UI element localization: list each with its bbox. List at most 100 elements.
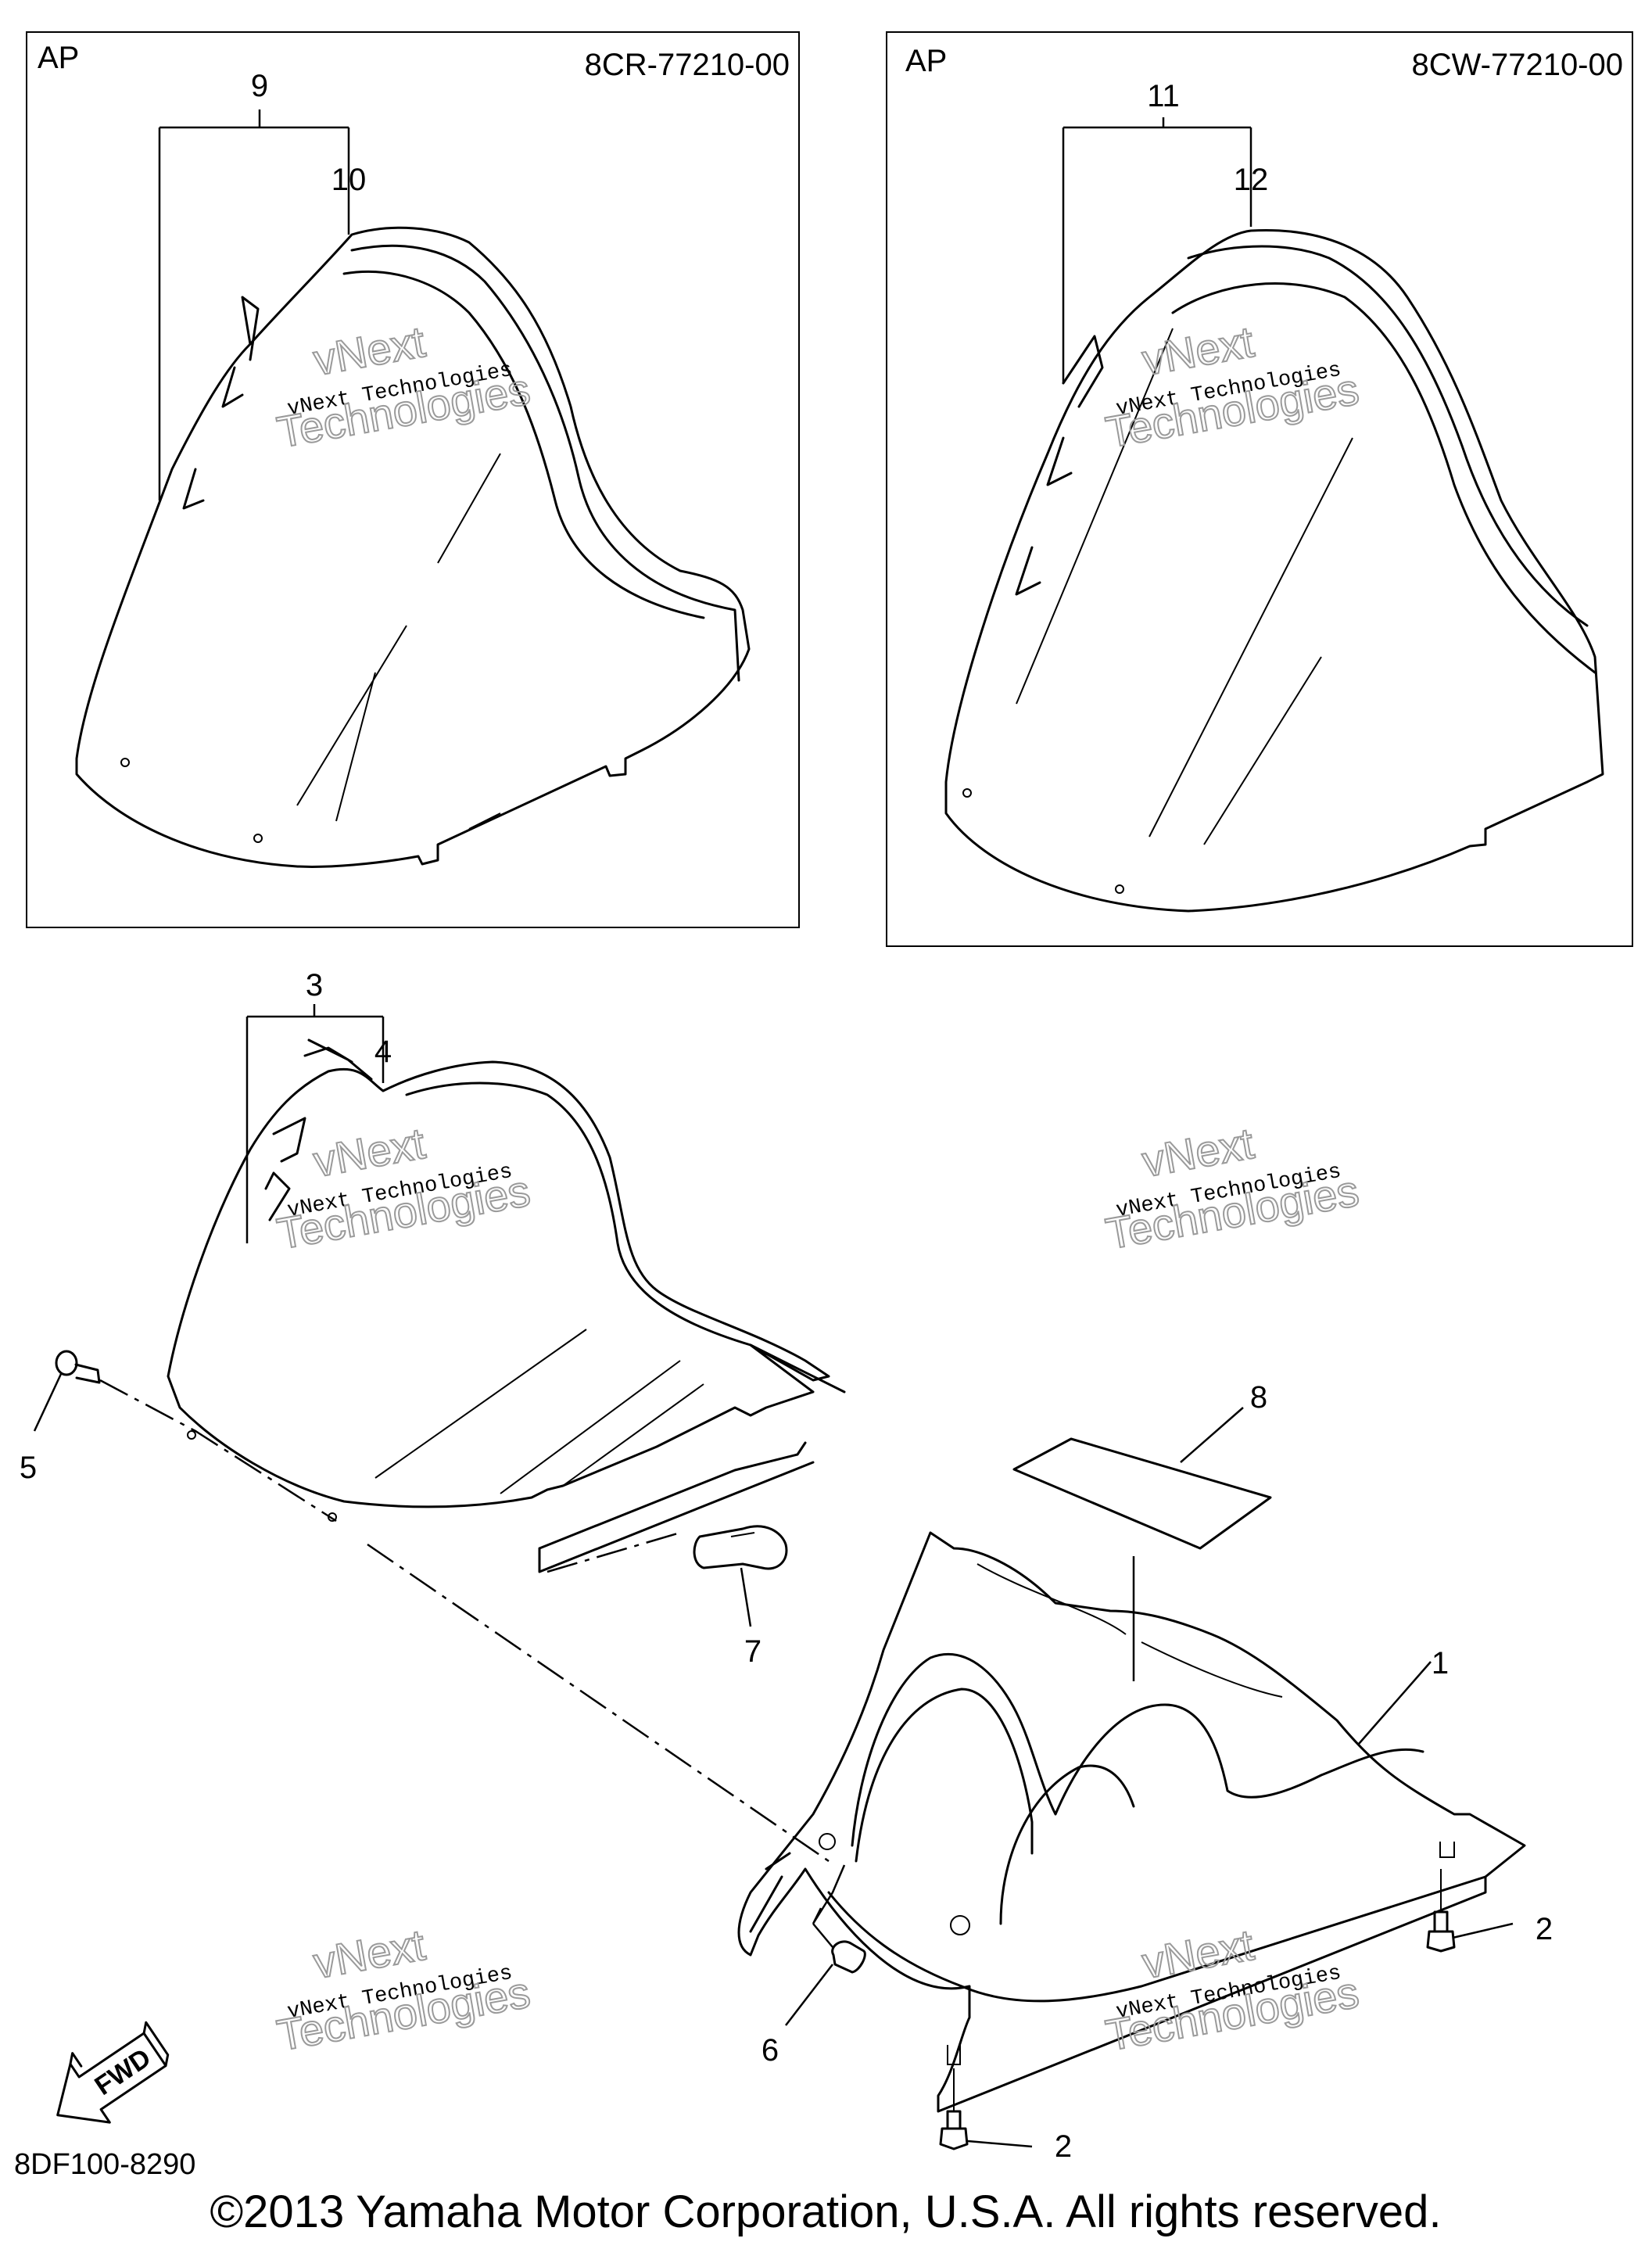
callout-9: 9: [251, 69, 268, 103]
callout-2-right: 2: [1536, 1912, 1553, 1946]
windshield-kit-8cr: [75, 226, 751, 868]
leader-line: [33, 1373, 63, 1432]
screw-head: [939, 2127, 969, 2150]
callout-5: 5: [20, 1451, 37, 1485]
cowl-1: [737, 1531, 1526, 2113]
watermark-mid-right: vNext vNext Technologies Technologies: [1102, 1117, 1364, 1259]
windshield-outline: [167, 1060, 830, 1508]
mount-hole: [962, 788, 972, 798]
fwd-label: FWD: [89, 2043, 156, 2101]
leader-line: [1180, 1407, 1244, 1463]
fwd-arrow-icon: FWD: [56, 2021, 170, 2124]
cowl-inner-rim: [827, 1875, 1487, 2003]
screw-2-bottom: [939, 2068, 1033, 2150]
windshield-mount-tab: [264, 1117, 306, 1221]
screw-shank: [1433, 1910, 1449, 1933]
callout-bracket: [158, 109, 350, 500]
callout-2-bottom: 2: [1055, 2129, 1072, 2164]
windshield-trim-edge: [1187, 245, 1589, 627]
mount-hole: [1115, 884, 1124, 894]
inset-part-number: 8CR-77210-00: [585, 48, 790, 82]
windshield-glare-line: [1016, 328, 1353, 845]
watermark-top-left: vNext vNext Technologies Technologies: [273, 316, 535, 457]
watermark-line2: vNext: [310, 1118, 428, 1186]
callout-8: 8: [1250, 1380, 1267, 1415]
watermark-line2: vNext: [310, 317, 428, 385]
cowl-side-flange: [749, 1852, 791, 1933]
watermark-bottom-left: vNext vNext Technologies Technologies: [273, 1919, 535, 2061]
bolt-5: [33, 1350, 101, 1432]
watermark-line2: vNext: [1138, 317, 1257, 385]
cowl-right-pod: [999, 1764, 1135, 1925]
alignment-line: [99, 1379, 337, 1523]
alignment-line: [367, 1543, 830, 1863]
leader-line: [740, 1567, 752, 1627]
inset-variant-label: AP: [38, 41, 79, 75]
mount-hole: [253, 834, 263, 843]
callout-bracket: [245, 1004, 385, 1243]
windshield-mount-tab: [182, 296, 260, 510]
nut-plate: [693, 1525, 788, 1570]
windshield-inner-edge: [1171, 282, 1596, 674]
callout-3: 3: [306, 968, 323, 1003]
alignment-line: [546, 1531, 681, 1573]
watermark-top-right: vNext vNext Technologies Technologies: [1102, 316, 1364, 457]
windshield-mount-tab: [1015, 335, 1104, 596]
windshield-glare-line: [374, 1329, 704, 1494]
cowl-seat-bump: [851, 1652, 1424, 1847]
screw-slot: [1439, 1842, 1455, 1858]
windshield-trim-edge: [350, 244, 740, 682]
nut-plate-slot: [730, 1532, 755, 1537]
callout-11: 11: [1147, 79, 1180, 113]
fwd-arrow-depth: [69, 2021, 170, 2068]
windshield-outline: [75, 226, 751, 868]
screw-head: [1426, 1930, 1456, 1953]
leader-line: [1358, 1661, 1432, 1745]
windshield-bottom-edge: [538, 1441, 815, 1573]
pad: [1012, 1437, 1272, 1550]
diagram-code: 8DF100-8290: [14, 2148, 195, 2181]
grommet-hole: [819, 1833, 836, 1850]
grommet: [831, 1940, 866, 1974]
windshield-outline: [944, 228, 1604, 913]
inset-variant-label: AP: [905, 44, 947, 78]
callout-bracket: [1062, 117, 1252, 383]
windshield-main: [167, 1038, 846, 1573]
inset-8cr: AP 8CR-77210-00 9 10: [26, 31, 800, 928]
cowl-left-pod: [855, 1688, 1034, 1863]
copyright-notice: ©2013 Yamaha Motor Corporation, U.S.A. A…: [210, 2186, 1441, 2237]
mount-hole: [120, 758, 130, 767]
callout-6: 6: [761, 2033, 779, 2068]
callout-7: 7: [744, 1634, 761, 1669]
leader-line: [967, 2140, 1033, 2148]
bolt-head: [55, 1350, 78, 1376]
watermark-line2: vNext: [1138, 1920, 1257, 1988]
grommet-6: [785, 1923, 866, 2026]
windshield-lip: [303, 1038, 373, 1081]
cowl-ridge: [977, 1563, 1283, 1698]
watermark-bottom-right: vNext vNext Technologies Technologies: [1102, 1919, 1364, 2061]
inset-frame: [886, 31, 1633, 947]
inset-frame: [26, 31, 800, 928]
inset-part-number: 8CW-77210-00: [1411, 48, 1623, 82]
leader-line: [812, 1923, 833, 1948]
windshield-trim-edge: [405, 1081, 846, 1394]
windshield-glare-line: [296, 453, 501, 822]
windshield-inner-edge: [342, 271, 705, 619]
mount-hole: [187, 1430, 196, 1440]
cowl-outline: [737, 1531, 1526, 2113]
pad-8: [1012, 1407, 1272, 1681]
leader-line: [1452, 1922, 1514, 1939]
windshield-kit-8cw: [944, 228, 1604, 913]
leader-line: [812, 1864, 846, 1924]
screw-slot: [947, 2045, 961, 2065]
windshield-bottom-tab: [468, 812, 501, 830]
leader-line: [785, 1964, 833, 2026]
screw-shank: [946, 2110, 962, 2130]
bolt-shank: [74, 1363, 101, 1384]
inset-8cw: AP 8CW-77210-00 11 12: [886, 31, 1633, 947]
nut-plate-7: [693, 1525, 788, 1627]
screw-2-right: [1426, 1869, 1514, 1953]
